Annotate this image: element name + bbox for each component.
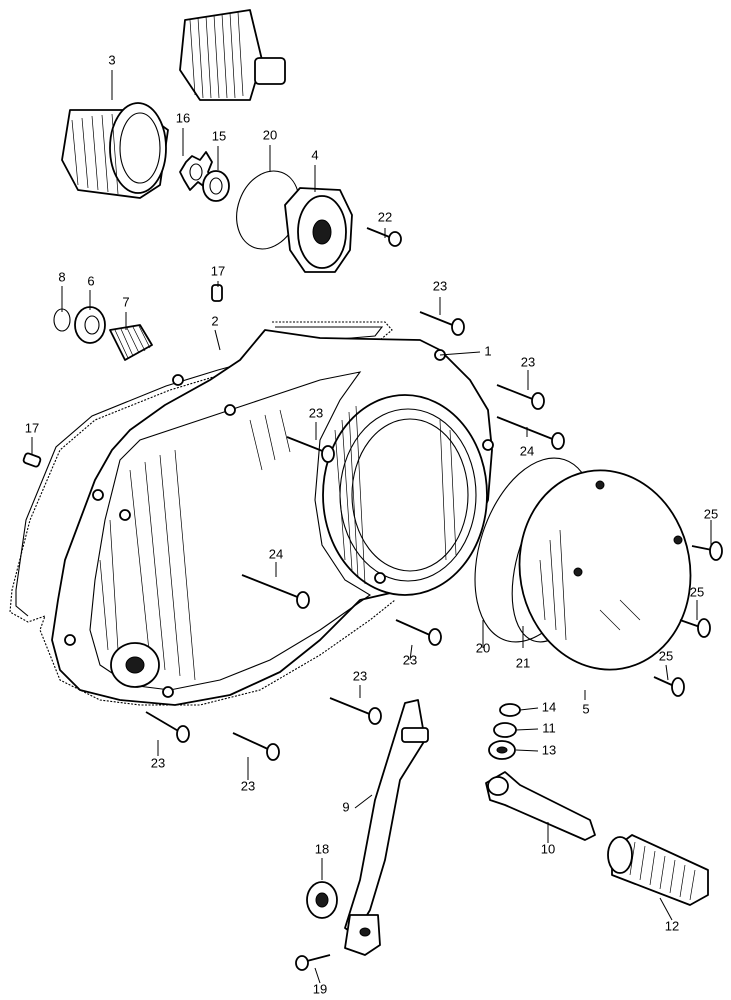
bolt-23-right (496, 384, 545, 410)
callout-17-top: 17 (211, 263, 225, 278)
callout-23-bottom-left: 23 (151, 755, 165, 770)
callout-5: 5 (582, 701, 589, 716)
callouts: 3 16 15 20 4 22 17 2 8 6 7 23 1 23 23 17… (25, 52, 718, 996)
spring (109, 324, 153, 361)
leader-lines (31, 70, 712, 984)
footrest-rubber-12 (607, 834, 709, 906)
callout-16: 16 (176, 110, 190, 125)
callout-23-bottom: 23 (241, 778, 255, 793)
callout-3: 3 (108, 52, 115, 67)
screw-25-top (691, 541, 723, 561)
lock-washer-hole (189, 163, 203, 181)
callout-4: 4 (311, 147, 318, 162)
callout-6: 6 (87, 273, 94, 288)
callout-23-top: 23 (433, 278, 447, 293)
circlip (53, 308, 71, 332)
callout-20-left: 20 (476, 640, 490, 655)
callout-12: 12 (665, 918, 679, 933)
callout-1: 1 (484, 343, 491, 358)
lock-nut (202, 170, 230, 202)
callout-23-right: 23 (521, 354, 535, 369)
callout-25-bottom: 25 (659, 648, 673, 663)
callout-24-right: 24 (520, 443, 534, 458)
bolt-23-mid (395, 619, 442, 646)
bolt-23-top (419, 311, 465, 336)
callout-13: 13 (542, 742, 556, 757)
bolt-23-bottom-left (145, 711, 190, 743)
callout-23-mid: 23 (403, 652, 417, 667)
shift-arm-10 (485, 771, 596, 841)
callout-11: 11 (542, 720, 556, 735)
callout-23-center: 23 (309, 405, 323, 420)
bearing (74, 306, 106, 344)
callout-14: 14 (542, 699, 556, 714)
gasket-inner (15, 326, 384, 617)
clutch-cover (518, 469, 692, 671)
oil-filter-rotor (61, 102, 169, 199)
bolt-21 (295, 954, 331, 971)
bolt-24-center (241, 574, 310, 609)
callout-10: 10 (541, 841, 555, 856)
callout-21: 19 (313, 981, 327, 996)
callout-7: 7 (122, 294, 129, 309)
dowel-pin-top (211, 284, 223, 302)
callout-8: 8 (58, 269, 65, 284)
spring-13 (488, 740, 516, 760)
bolt-23-lower (329, 697, 382, 725)
callout-17-left: 17 (25, 420, 39, 435)
callout-18: 18 (315, 841, 329, 856)
screw-25-mid (679, 618, 711, 638)
callout-9: 9 (342, 799, 349, 814)
dowel-pin-left (22, 452, 42, 468)
oil-seal-11 (493, 722, 517, 738)
oil-seal-18 (306, 881, 338, 919)
callout-2: 2 (211, 313, 218, 328)
bolt-23-center (286, 436, 335, 463)
oil-filter-cover (284, 187, 353, 273)
callout-22: 22 (378, 209, 392, 224)
callout-25-mid: 25 (690, 584, 704, 599)
bolt-22 (366, 227, 402, 247)
callout-25-top: 25 (704, 506, 718, 521)
washer-14 (499, 703, 521, 717)
callout-20-right: 21 (516, 655, 530, 670)
callout-19: 20 (263, 127, 277, 142)
bolt-24-right (496, 416, 565, 450)
crankcase-cover (51, 329, 494, 706)
gear-assembly (179, 9, 286, 101)
callout-24-center: 24 (269, 546, 283, 561)
callout-23-lower: 23 (353, 668, 367, 683)
bolt-23-bottom (232, 732, 280, 761)
callout-15: 15 (212, 128, 226, 143)
screw-25-bottom (653, 676, 685, 697)
kick-lever-9 (344, 699, 429, 956)
